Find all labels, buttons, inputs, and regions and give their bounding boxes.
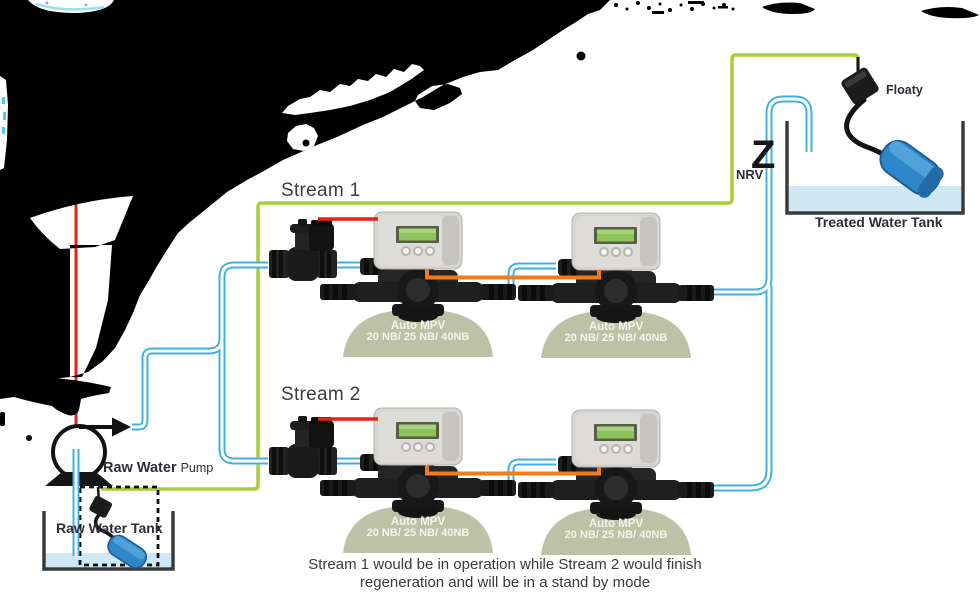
mpv-sizes: 20 NB/ 25 NB/ 40NB (366, 527, 470, 539)
nrv-valve-symbol: Z (751, 133, 776, 177)
mpv-name: Auto MPV (588, 518, 644, 530)
treated-water-tank-label: Treated Water Tank (815, 214, 943, 230)
stream1-label: Stream 1 (281, 180, 361, 201)
flow-arrow (112, 417, 131, 437)
nrv-label: NRV (736, 167, 764, 182)
caption-line1: Stream 1 would be in operation while Str… (308, 556, 702, 573)
raw-water-pump-label-sub: Pump (180, 461, 214, 475)
mpv-label-stream2-a: Auto MPV 20 NB/ 25 NB/ 40NB (343, 516, 493, 539)
treated-tank-float-switch (841, 57, 944, 198)
mpv-name: Auto MPV (588, 321, 644, 333)
mpv-label-stream1-a: Auto MPV 20 NB/ 25 NB/ 40NB (343, 320, 493, 343)
mpv-sizes: 20 NB/ 25 NB/ 40NB (564, 529, 668, 541)
edge-artifacts (2, 1, 105, 134)
floaty-label: Floaty (886, 83, 923, 97)
raw-water-pump-label-main: Raw Water (103, 460, 177, 476)
mpv-sizes: 20 NB/ 25 NB/ 40NB (366, 331, 470, 343)
interconnect-wire-stream2 (425, 465, 601, 476)
mpv-label-stream1-b: Auto MPV 20 NB/ 25 NB/ 40NB (541, 321, 691, 344)
interconnect-wire-stream1 (425, 269, 601, 280)
mpv-name: Auto MPV (390, 320, 446, 332)
mpv-label-stream2-b: Auto MPV 20 NB/ 25 NB/ 40NB (541, 518, 691, 541)
mpv-sizes: 20 NB/ 25 NB/ 40NB (564, 332, 668, 344)
stream2-label: Stream 2 (281, 384, 361, 405)
raw-water-tank-label: Raw Water Tank (56, 520, 163, 536)
ink-blot-overlay (0, 0, 979, 441)
float-switch-zone-dashed-box (78, 485, 160, 567)
controller-wires (318, 217, 378, 421)
interconnect-wires (425, 269, 601, 476)
mpv-name: Auto MPV (390, 516, 446, 528)
caption-line2: regeneration and will be in a stand by m… (359, 573, 651, 591)
raw-tank-float-switch (89, 486, 147, 569)
signal-wire-green (101, 53, 860, 491)
diagram-caption: Stream 1 would be in operation while Str… (270, 556, 740, 591)
